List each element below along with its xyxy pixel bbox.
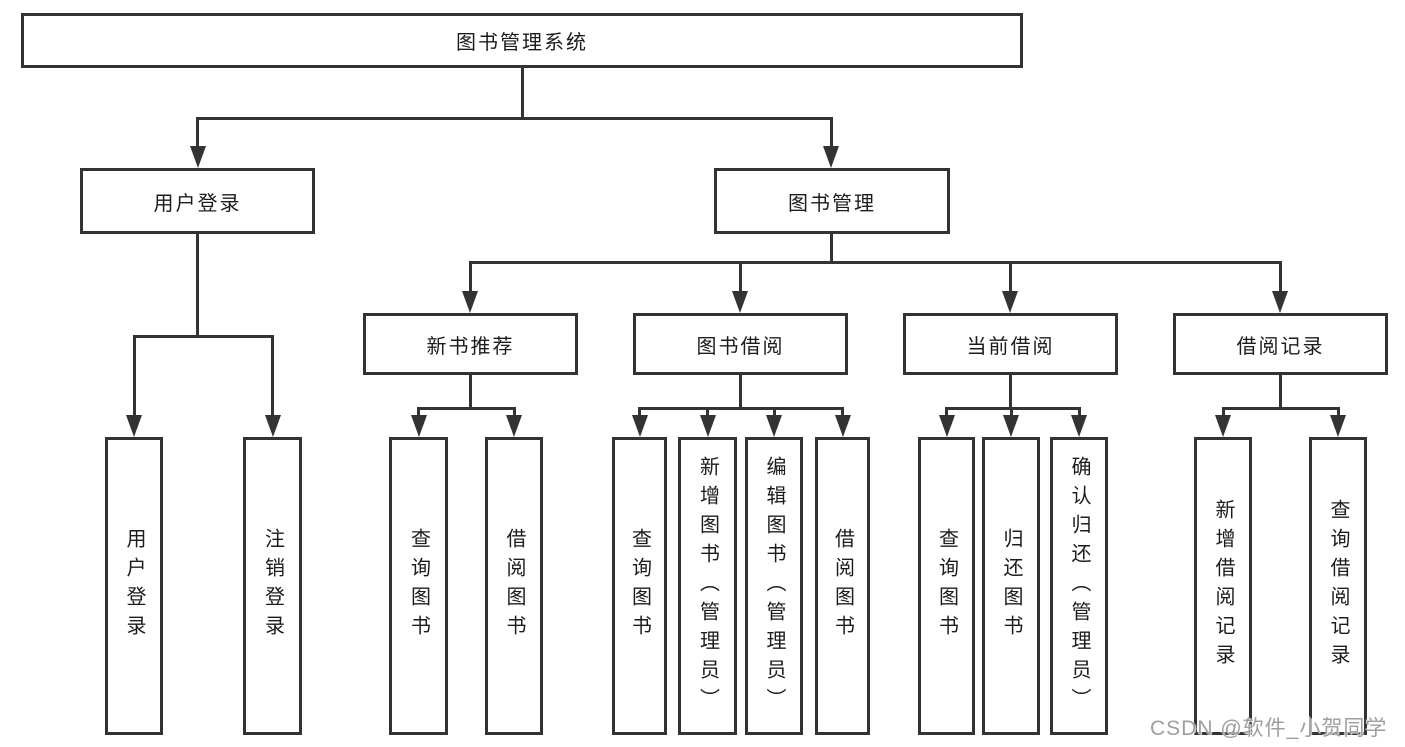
node-book-management: 图书管理 xyxy=(714,168,950,234)
node-current-borrow: 当前借阅 xyxy=(903,313,1118,375)
leaf-query-books-current: 查询图书 xyxy=(918,437,975,735)
connector-current-borrow-branch xyxy=(946,407,1080,410)
connector-drop-leaf-logout xyxy=(271,335,274,415)
leaf-add-borrow-record-label: 新增借阅记录 xyxy=(1212,499,1234,673)
connector-book-management-stub xyxy=(830,234,833,261)
arrow-bb-edit xyxy=(766,415,782,437)
connector-book-borrow-branch xyxy=(639,407,843,410)
arrow-cb-confirm xyxy=(1071,415,1087,437)
arrow-leaf-logout xyxy=(265,415,281,437)
connector-drop-br-query xyxy=(1337,407,1340,417)
connector-drop-bb-edit xyxy=(773,407,776,417)
leaf-return-book-label: 归还图书 xyxy=(1000,528,1022,644)
connector-drop-br-add xyxy=(1222,407,1225,417)
arrow-bb-borrow xyxy=(835,415,851,437)
connector-drop-cb-return xyxy=(1010,407,1013,417)
arrow-bb-query xyxy=(632,415,648,437)
connector-drop-nb-borrow xyxy=(513,407,516,417)
connector-drop-user-login xyxy=(196,117,199,148)
connector-drop-bb-add xyxy=(706,407,709,417)
leaf-return-book: 归还图书 xyxy=(982,437,1040,735)
arrow-current-borrow xyxy=(1002,291,1018,313)
leaf-edit-book-admin: 编辑图书（管理员） xyxy=(745,437,803,735)
node-book-borrow: 图书借阅 xyxy=(633,313,848,375)
leaf-confirm-return-admin-label: 确认归还（管理员） xyxy=(1068,455,1090,717)
leaf-logout: 注销登录 xyxy=(243,437,302,735)
leaf-add-book-admin-label: 新增图书（管理员） xyxy=(696,455,719,717)
connector-drop-book-management xyxy=(830,117,833,148)
node-user-login: 用户登录 xyxy=(80,168,315,234)
connector-current-borrow-stub xyxy=(1009,375,1012,407)
arrow-user-login xyxy=(190,146,206,168)
connector-drop-bb-borrow xyxy=(841,407,844,417)
connector-drop-nb-query xyxy=(417,407,420,417)
arrow-new-book xyxy=(462,291,478,313)
node-book-borrow-label: 图书借阅 xyxy=(696,335,785,358)
leaf-user-login-label: 用户登录 xyxy=(123,528,145,644)
leaf-borrow-books-recommend-label: 借阅图书 xyxy=(503,528,525,644)
connector-drop-borrow-records xyxy=(1279,261,1282,293)
connector-root-branch xyxy=(198,117,832,120)
leaf-confirm-return-admin: 确认归还（管理员） xyxy=(1050,437,1108,735)
arrow-bb-add xyxy=(700,415,716,437)
node-borrow-records-label: 借阅记录 xyxy=(1236,335,1325,358)
node-root: 图书管理系统 xyxy=(21,13,1023,68)
arrow-cb-return xyxy=(1003,415,1019,437)
arrow-br-query xyxy=(1330,415,1346,437)
arrow-nb-query xyxy=(411,415,427,437)
leaf-query-books-borrow: 查询图书 xyxy=(612,437,667,735)
leaf-query-borrow-record-label: 查询借阅记录 xyxy=(1327,499,1349,673)
arrow-book-management xyxy=(823,146,839,168)
leaf-query-books-borrow-label: 查询图书 xyxy=(628,528,651,644)
connector-user-login-stub xyxy=(196,234,199,335)
connector-drop-cb-query xyxy=(945,407,948,417)
arrow-cb-query xyxy=(939,415,955,437)
node-borrow-records: 借阅记录 xyxy=(1173,313,1388,375)
arrow-leaf-login xyxy=(126,415,142,437)
leaf-borrow-books: 借阅图书 xyxy=(815,437,870,735)
leaf-query-books-recommend-label: 查询图书 xyxy=(407,528,430,644)
connector-drop-book-borrow xyxy=(739,261,742,293)
leaf-add-borrow-record: 新增借阅记录 xyxy=(1194,437,1252,735)
connector-drop-new-book xyxy=(469,261,472,293)
arrow-br-add xyxy=(1215,415,1231,437)
node-book-management-label: 图书管理 xyxy=(788,192,876,215)
leaf-query-books-current-label: 查询图书 xyxy=(935,528,958,644)
connector-user-login-branch xyxy=(134,335,273,338)
node-new-book-recommend: 新书推荐 xyxy=(363,313,578,375)
node-current-borrow-label: 当前借阅 xyxy=(966,335,1055,358)
connector-book-borrow-stub xyxy=(739,375,742,407)
leaf-logout-label: 注销登录 xyxy=(261,528,284,644)
arrow-book-borrow xyxy=(732,291,748,313)
leaf-query-borrow-record: 查询借阅记录 xyxy=(1309,437,1367,735)
connector-drop-cb-confirm xyxy=(1078,407,1081,417)
connector-root-stub xyxy=(521,68,524,117)
connector-new-book-branch xyxy=(418,407,514,410)
leaf-borrow-books-recommend: 借阅图书 xyxy=(485,437,543,735)
leaf-query-books-recommend: 查询图书 xyxy=(389,437,448,735)
connector-drop-current-borrow xyxy=(1009,261,1012,293)
leaf-user-login: 用户登录 xyxy=(105,437,163,735)
node-root-label: 图书管理系统 xyxy=(456,32,588,54)
leaf-edit-book-admin-label: 编辑图书（管理员） xyxy=(763,455,785,717)
csdn-watermark: CSDN @软件_小贺同学 xyxy=(1150,717,1388,740)
arrow-borrow-records xyxy=(1272,291,1288,313)
connector-book-management-branch xyxy=(470,261,1281,264)
connector-borrow-records-branch xyxy=(1223,407,1338,410)
connector-new-book-stub xyxy=(469,375,472,407)
connector-drop-leaf-login xyxy=(133,335,136,415)
leaf-borrow-books-label: 借阅图书 xyxy=(831,528,854,644)
node-user-login-label: 用户登录 xyxy=(153,192,242,215)
node-new-book-recommend-label: 新书推荐 xyxy=(426,335,515,358)
leaf-add-book-admin: 新增图书（管理员） xyxy=(678,437,737,735)
connector-drop-bb-query xyxy=(638,407,641,417)
connector-borrow-records-stub xyxy=(1279,375,1282,407)
arrow-nb-borrow xyxy=(506,415,522,437)
